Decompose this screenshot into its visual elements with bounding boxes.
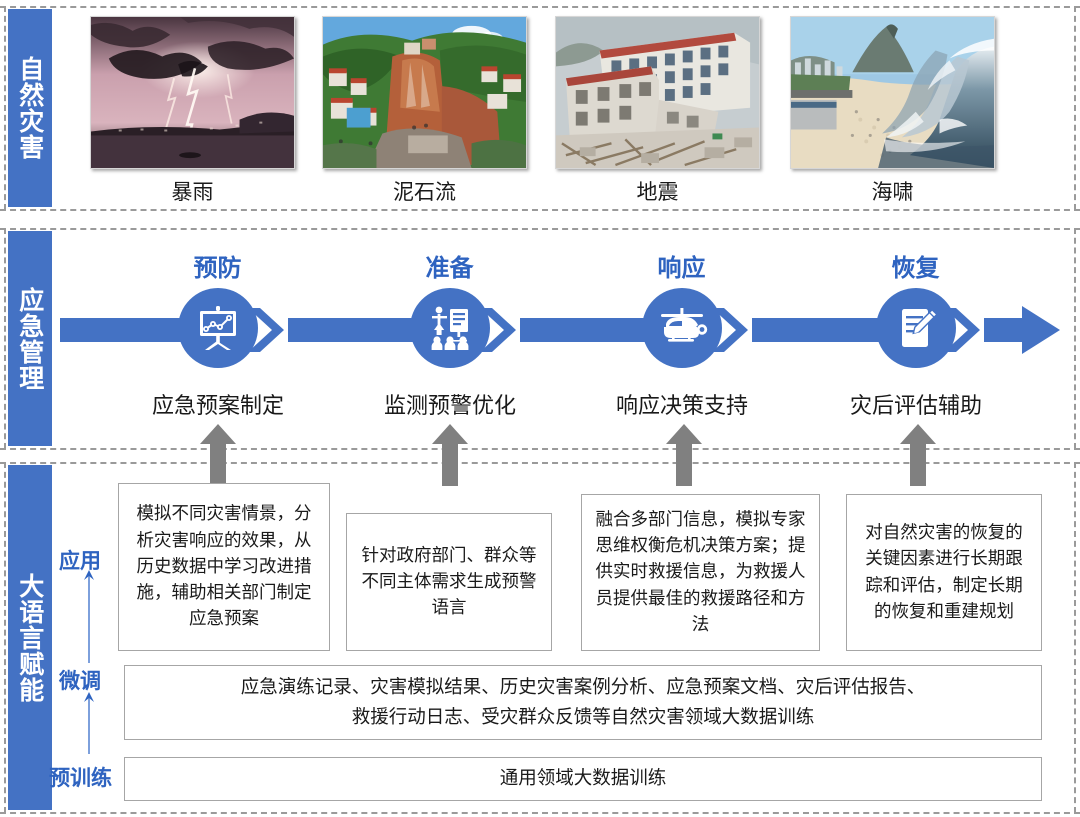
divider-llm-top	[0, 462, 1080, 464]
edge-left-emergency	[4, 228, 6, 449]
photo-landslide	[322, 16, 527, 169]
section-label-emergency: 应急管理	[8, 231, 52, 446]
llm-level-label-finetune: 微调	[59, 669, 101, 693]
application-box-0: 模拟不同灾害情景，分析灾害响应的效果，从历史数据中学习改进措施，辅助相关部门制定…	[118, 483, 330, 651]
divider-emergency-bottom	[0, 448, 1080, 450]
stage-title-1: 准备	[425, 254, 474, 282]
divider-bottom	[0, 812, 1080, 814]
application-box-text-1: 针对政府部门、群众等不同主体需求生成预警语言	[361, 545, 537, 619]
application-box-text-0: 模拟不同灾害情景，分析灾害响应的效果，从历史数据中学习改进措施，辅助相关部门制定…	[136, 504, 312, 630]
application-box-1: 针对政府部门、群众等不同主体需求生成预警语言	[346, 513, 552, 651]
stage-caption-3: 灾后评估辅助	[849, 394, 982, 419]
section-label-llm: 大语言赋能	[8, 465, 52, 810]
finetune-data-bar: 应急演练记录、灾害模拟结果、历史灾害案例分析、应急预案文档、灾后评估报告、 救援…	[124, 665, 1042, 740]
photo-caption-1: 泥石流	[393, 180, 456, 204]
edge-right-llm	[1074, 462, 1076, 813]
application-box-3: 对自然灾害的恢复的关键因素进行长期跟踪和评估，制定长期的恢复和重建规划	[846, 494, 1042, 651]
stage-caption-0: 应急预案制定	[151, 394, 284, 419]
llm-arrow-finetune-to-application	[81, 568, 97, 663]
application-box-text-2: 融合多部门信息，模拟专家思维权衡危机决策方案；提供实时救援信息，为救援人员提供最…	[595, 509, 806, 635]
stage-title-0: 预防	[193, 254, 242, 282]
application-box-text-3: 对自然灾害的恢复的关键因素进行长期跟踪和评估，制定长期的恢复和重建规划	[865, 523, 1023, 622]
edge-left-llm	[4, 462, 6, 813]
pretrain-data-bar-text: 通用领域大数据训练	[499, 768, 667, 790]
up-arrow-1	[432, 424, 468, 486]
edge-right-disasters	[1074, 6, 1076, 210]
divider-disasters-bottom	[0, 209, 1080, 211]
stage-icon-presentation-chart	[178, 288, 258, 368]
photo-caption-0: 暴雨	[171, 180, 214, 204]
document-pen-icon	[902, 309, 938, 347]
edge-right-emergency	[1074, 228, 1076, 449]
section-label-disasters: 自然灾害	[8, 9, 52, 207]
stage-caption-2: 响应决策支持	[615, 394, 748, 419]
stage-title-2: 响应	[657, 254, 706, 282]
divider-top	[0, 6, 1080, 8]
stage-caption-1: 监测预警优化	[383, 394, 516, 419]
llm-arrow-pretrain-to-finetune	[81, 690, 97, 754]
helicopter-icon	[661, 308, 708, 342]
photo-caption-2: 地震	[636, 180, 679, 204]
finetune-data-bar-text: 应急演练记录、灾害模拟结果、历史灾害案例分析、应急预案文档、灾后评估报告、 救援…	[135, 673, 1031, 733]
photo-earthquake	[555, 16, 760, 169]
photo-lightning-storm	[90, 16, 295, 169]
llm-level-label-application: 应用	[59, 549, 101, 573]
application-box-2: 融合多部门信息，模拟专家思维权衡危机决策方案；提供实时救援信息，为救援人员提供最…	[581, 494, 820, 651]
stage-icon-helicopter	[642, 288, 722, 368]
photo-tsunami	[790, 16, 995, 169]
finetune-line-2: 救援行动日志、受灾群众反馈等自然灾害领域大数据训练	[351, 706, 815, 728]
stage-icon-document-pen	[876, 288, 956, 368]
stage-icon-people-presentation	[410, 288, 490, 368]
up-arrow-2	[666, 424, 702, 486]
finetune-line-1: 应急演练记录、灾害模拟结果、历史灾害案例分析、应急预案文档、灾后评估报告、	[240, 676, 926, 698]
stage-title-3: 恢复	[891, 254, 940, 282]
llm-level-label-pretrain: 预训练	[49, 766, 112, 790]
edge-left-disasters	[4, 6, 6, 210]
up-arrow-0	[200, 424, 236, 486]
people-presentation-icon	[431, 306, 469, 350]
up-arrow-3	[900, 424, 936, 486]
photo-caption-3: 海啸	[871, 180, 914, 204]
presentation-chart-icon	[200, 306, 236, 350]
pretrain-data-bar: 通用领域大数据训练	[124, 757, 1042, 801]
divider-emergency-top	[0, 228, 1080, 230]
